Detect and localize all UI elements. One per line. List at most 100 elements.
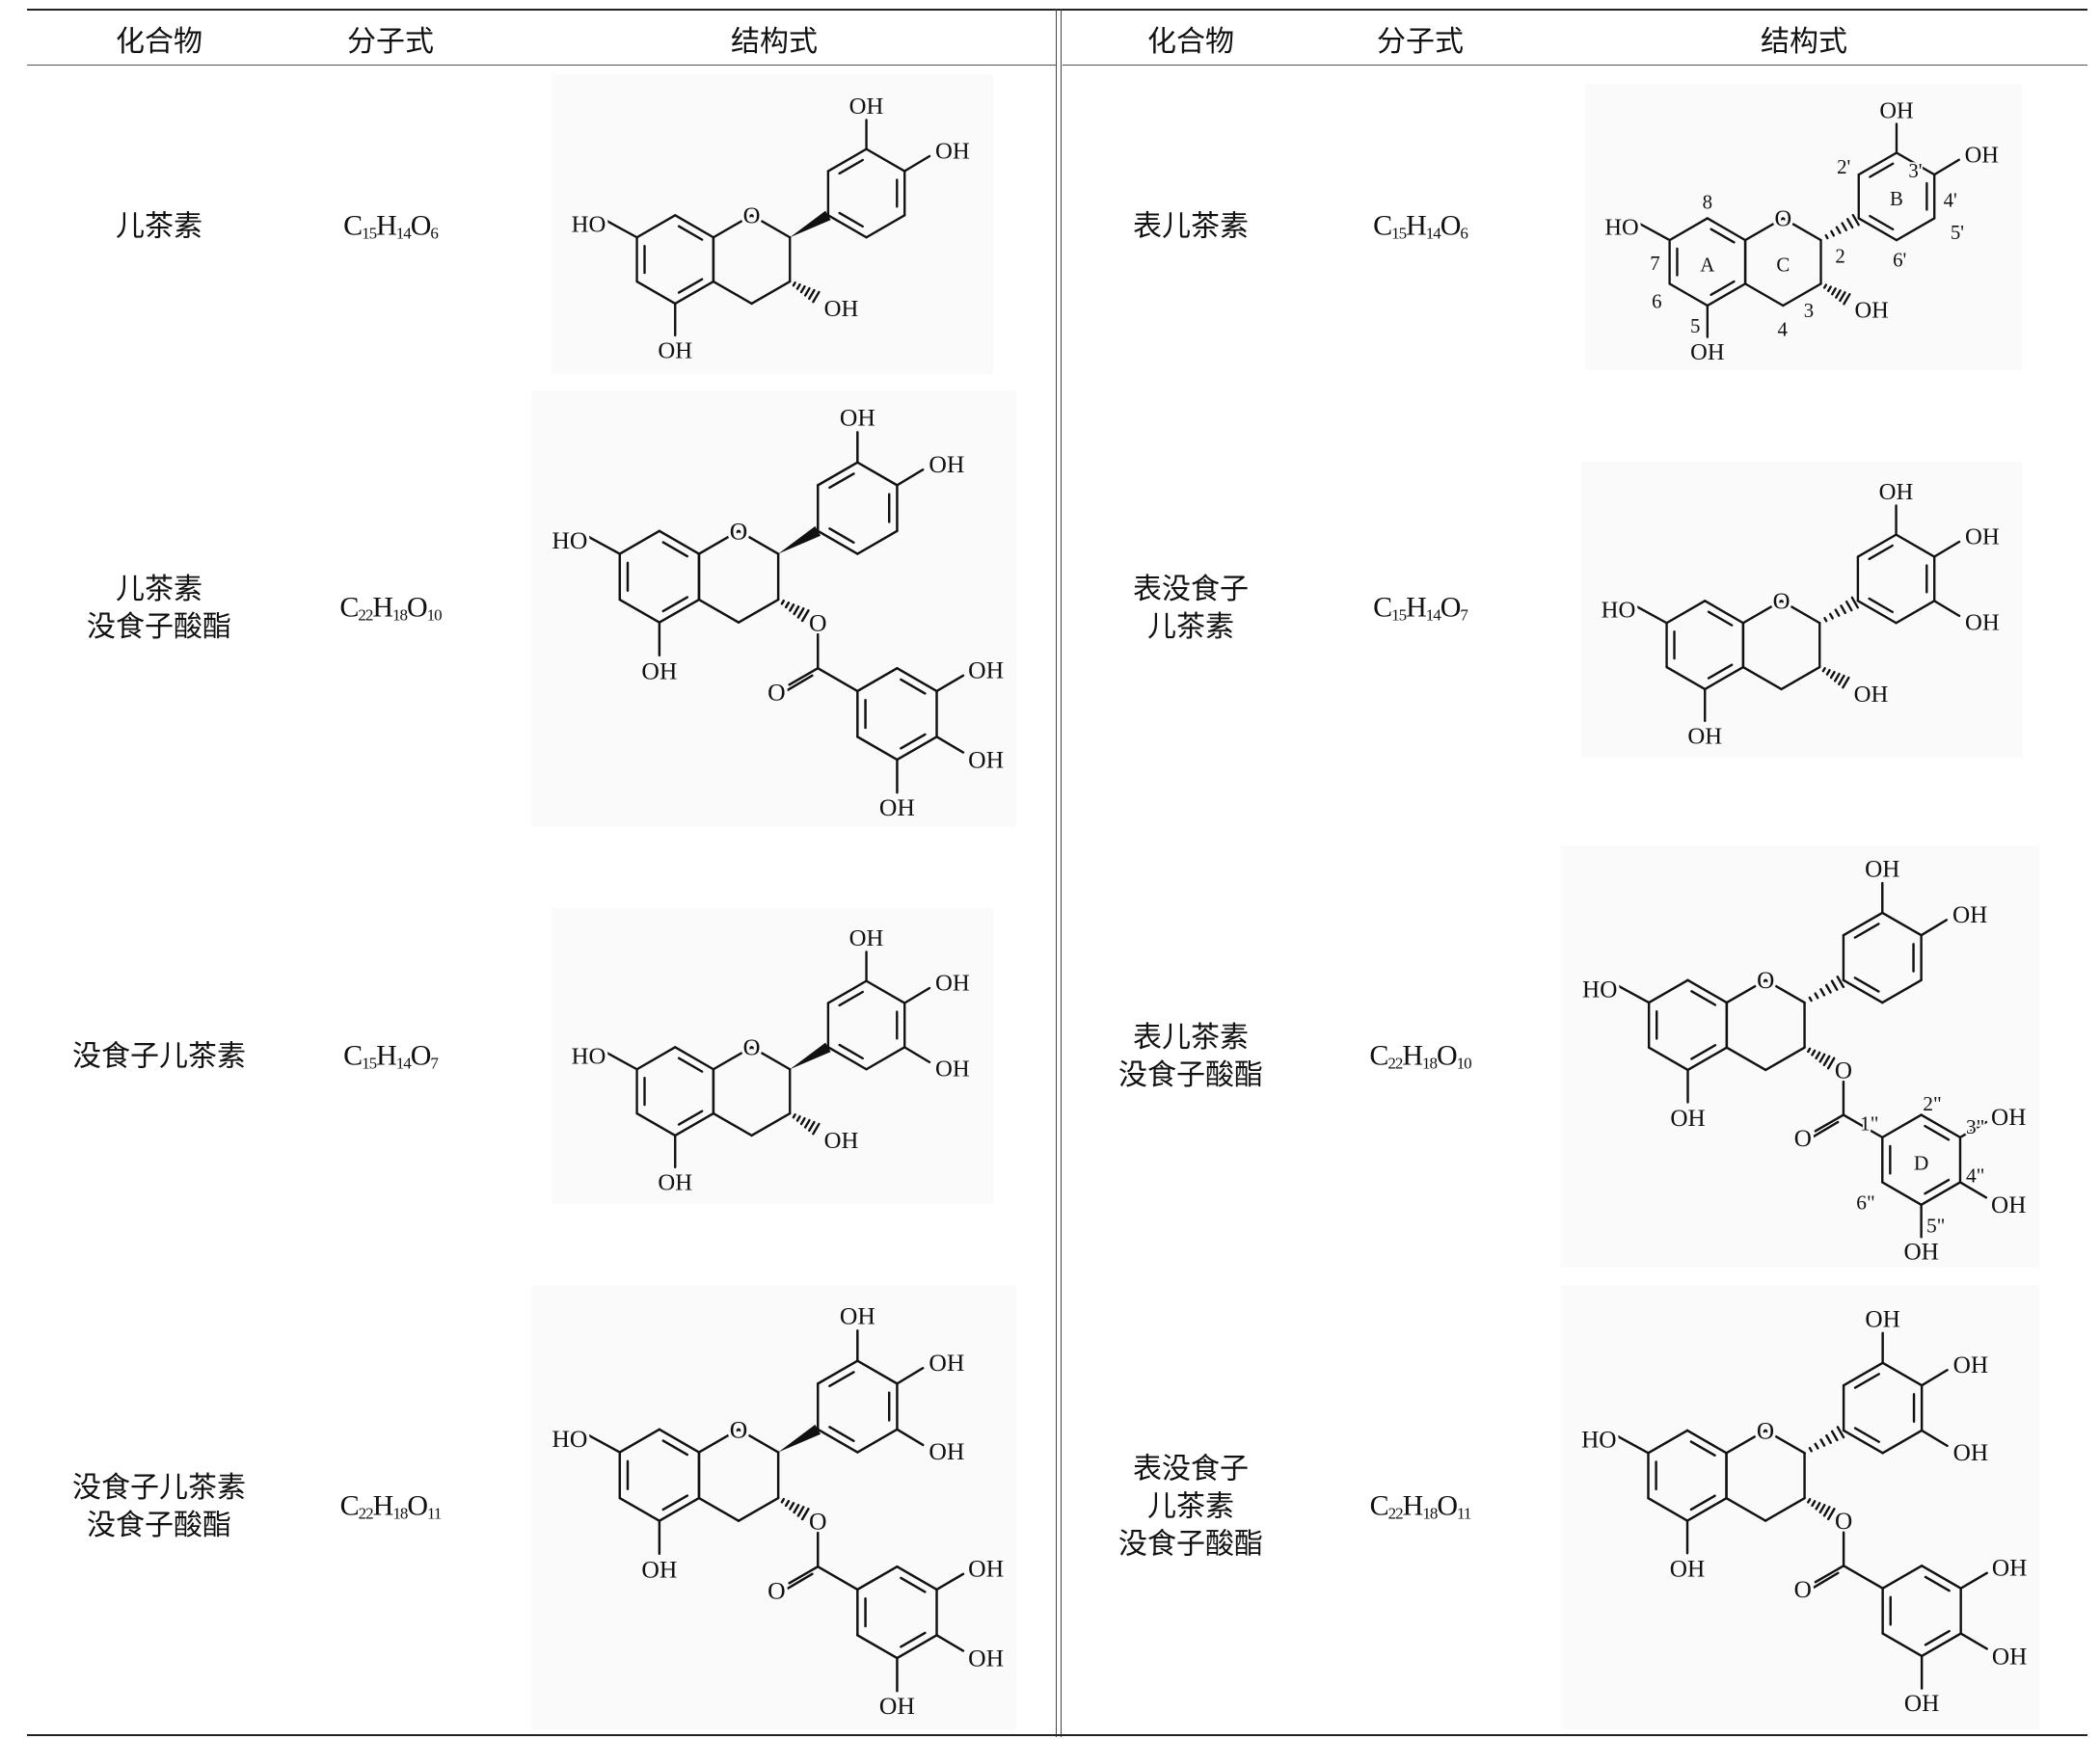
atom-label: O [1835, 1057, 1852, 1084]
center-divider-left [1056, 9, 1057, 1737]
hash-line [1825, 1433, 1832, 1444]
header-formula-right: 分子式 [1377, 25, 1464, 59]
bond [737, 1496, 780, 1522]
bond [1690, 990, 1717, 1006]
bond [1920, 1369, 1949, 1387]
bond [586, 1433, 622, 1454]
element-symbol: H [1402, 1489, 1424, 1522]
bond [1686, 978, 1729, 1004]
atom-label: OH [929, 1349, 964, 1377]
element-symbol: O [1440, 591, 1462, 624]
atom-label: HO [1581, 1427, 1616, 1454]
bond [817, 666, 859, 693]
position-number: 5" [1926, 1215, 1945, 1238]
element-symbol: C [1373, 209, 1392, 242]
bond [1743, 217, 1785, 242]
hash-line [1838, 674, 1845, 686]
hash-line [808, 1120, 816, 1133]
bond [1647, 1046, 1689, 1072]
bond [750, 1046, 792, 1071]
bond [900, 1576, 927, 1593]
bond [903, 1046, 931, 1064]
bond [658, 1428, 701, 1454]
bond [1920, 1632, 1962, 1658]
ring-b [1857, 151, 1936, 242]
ring-c [1743, 217, 1822, 308]
wedge-bond [778, 525, 821, 554]
bond [674, 280, 715, 306]
hash-line [1831, 287, 1837, 296]
bond [635, 214, 677, 239]
position-number: B [1890, 187, 1903, 210]
bond [1924, 1178, 1951, 1195]
position-number: 6 [1652, 290, 1661, 313]
bond [1856, 600, 1898, 625]
hash-line [799, 284, 806, 294]
atom-label: HO [572, 212, 606, 238]
ring-d [1881, 1113, 1962, 1206]
position-number: 4 [1778, 318, 1789, 341]
compound-name: 表没食子儿茶素 [1133, 571, 1249, 646]
hash-line [1850, 596, 1860, 609]
bond [865, 1046, 906, 1071]
bond [896, 666, 938, 693]
atom-label: OH [1903, 1240, 1938, 1266]
atom-label: OH [929, 1437, 964, 1465]
compound-name-line: 没食子酸酯 [1118, 1527, 1263, 1562]
bond [817, 1428, 859, 1454]
bond [1881, 1113, 1923, 1139]
atom-label: OH [1854, 682, 1889, 708]
atom-label: O [743, 203, 761, 229]
compound-name-line: 没食子酸酯 [87, 610, 231, 644]
atom-label: OH [1904, 1690, 1939, 1717]
ring-a [635, 214, 715, 306]
header-rule-right [1063, 65, 2087, 66]
bond [1647, 1496, 1689, 1522]
bond [896, 1428, 925, 1447]
hash-line [1811, 1500, 1817, 1508]
atom-label: O [743, 1035, 761, 1061]
ring-b [1842, 1361, 1924, 1455]
atom-label: OH [968, 656, 1004, 684]
hash-line [796, 1506, 805, 1517]
bond [1881, 1565, 1924, 1590]
atom-label: OH [1992, 1643, 2027, 1670]
hash-line [1833, 672, 1841, 682]
bond [900, 733, 927, 750]
hash-line [1814, 1442, 1819, 1450]
element-symbol: C [339, 591, 359, 624]
atom-label: OH [1991, 1105, 2026, 1131]
ring-b [826, 979, 906, 1071]
bond [1881, 1632, 1924, 1658]
hash-line [1826, 1057, 1836, 1070]
atom-label: OH [1953, 1439, 1988, 1466]
element-count: 14 [1425, 224, 1441, 243]
molecular-formula: C15H14O7 [1373, 591, 1468, 626]
ring-c [712, 214, 792, 306]
atom-label: OH [935, 1057, 970, 1083]
compound-name-line: 表没食子 [1133, 1452, 1249, 1486]
atom-label: OH [840, 1302, 875, 1330]
bond [1782, 217, 1822, 242]
bond [618, 529, 661, 555]
bond [1933, 158, 1960, 176]
compound-name-line: 儿茶素 [1147, 610, 1234, 644]
bottom-rule [27, 1734, 2087, 1736]
position-number: 4" [1966, 1164, 1984, 1187]
hash-line [1811, 1049, 1817, 1057]
ring-d [1881, 1565, 1962, 1658]
bond [1920, 919, 1949, 937]
bond [1707, 663, 1734, 680]
bond [1704, 600, 1745, 625]
hash-line [1818, 1504, 1826, 1514]
ring-a [1647, 1429, 1728, 1522]
hash-line [1836, 976, 1845, 989]
bond [661, 541, 689, 558]
bond [1780, 600, 1821, 625]
bond [618, 1496, 661, 1522]
atom-label: O [1835, 1508, 1852, 1535]
hash-line [1840, 604, 1846, 615]
hash-line [799, 1116, 806, 1126]
bond [1685, 1496, 1728, 1522]
